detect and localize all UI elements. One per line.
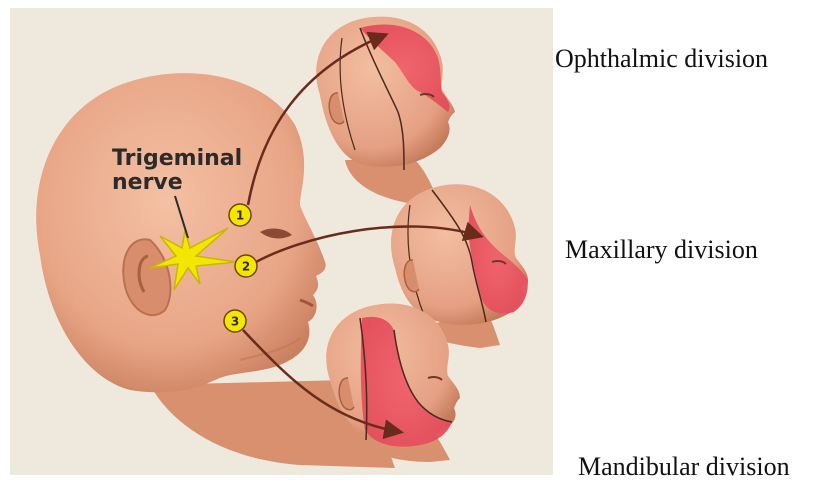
svg-text:3: 3 [231,315,239,329]
ophthalmic-division-label: Ophthalmic division [555,46,768,72]
mandibular-division-label: Mandibular division [578,454,790,480]
nerve-label-line2: nerve [112,170,183,195]
nerve-label: Trigeminal [112,146,242,171]
svg-text:2: 2 [242,260,250,274]
branch-marker-2: 2 [235,255,257,277]
branch-marker-3: 3 [224,310,246,332]
maxillary-division-label: Maxillary division [565,237,758,263]
svg-text:1: 1 [236,209,244,223]
branch-marker-1: 1 [229,204,251,226]
